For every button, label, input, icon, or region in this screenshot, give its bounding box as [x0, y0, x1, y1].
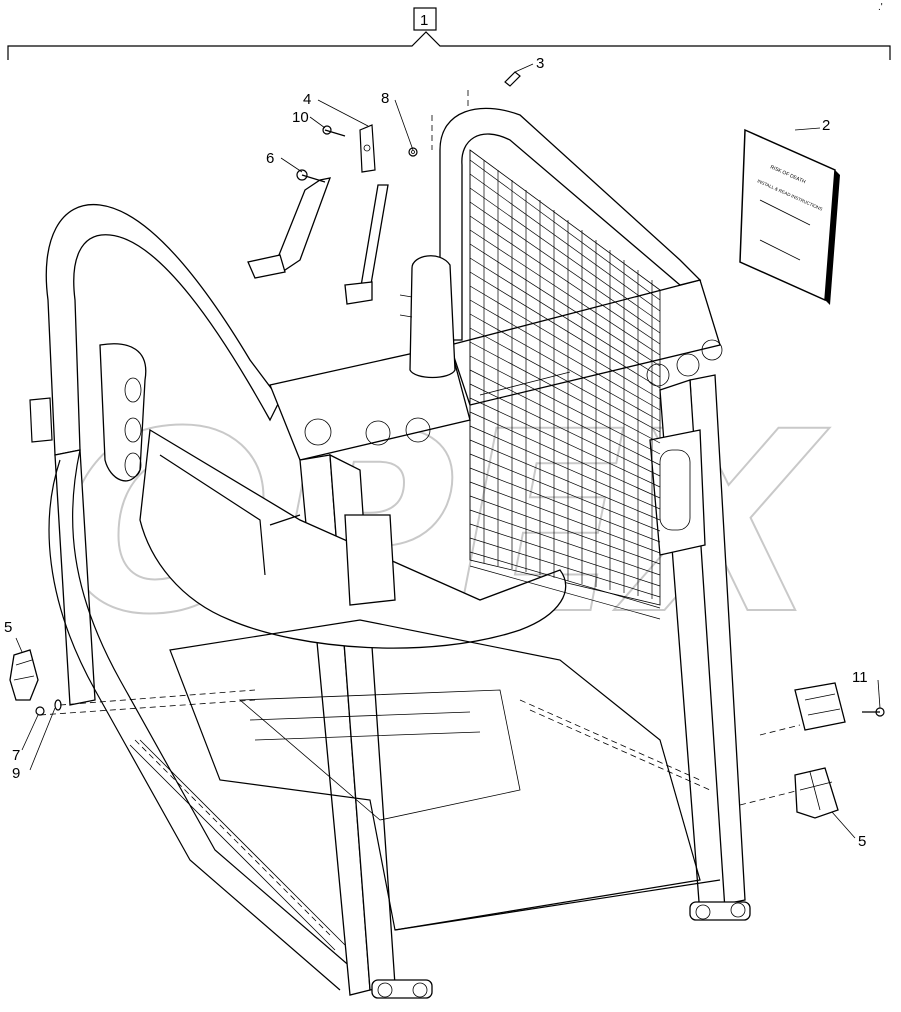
callout-9[interactable]: 9: [12, 765, 20, 782]
callout-2[interactable]: 2: [822, 117, 830, 134]
bolt-6[interactable]: [296, 169, 326, 183]
extinguisher: [399, 255, 456, 379]
mount-right[interactable]: [794, 767, 839, 819]
callout-5-right[interactable]: 5: [858, 833, 866, 850]
right-foot: [689, 901, 751, 921]
callout-7[interactable]: 7: [12, 747, 20, 764]
corner-mark: .': [878, 2, 883, 13]
handle-right[interactable]: [794, 682, 846, 731]
assembly-callout[interactable]: 1: [7, 7, 891, 60]
callout-leaders: [15, 63, 881, 839]
screw-10[interactable]: [322, 125, 346, 137]
callout-11[interactable]: 11: [852, 669, 868, 686]
left-foot: [371, 979, 433, 999]
washer-9[interactable]: [54, 699, 62, 711]
bolt-11[interactable]: [862, 707, 885, 717]
callout-4[interactable]: 4: [303, 91, 311, 108]
mount-left[interactable]: [9, 649, 39, 701]
bolt-3[interactable]: [504, 71, 521, 87]
callout-3[interactable]: 3: [536, 55, 544, 72]
callout-10[interactable]: 10: [292, 109, 309, 126]
callout-5-left[interactable]: 5: [4, 619, 12, 636]
callout-1: 1: [420, 12, 428, 29]
operator-manual[interactable]: RISK OF DEATH INSTALL & READ INSTRUCTION…: [739, 128, 840, 305]
rops-frame: [29, 107, 751, 999]
mesh-grid: [469, 150, 661, 620]
nut-8[interactable]: [408, 147, 418, 157]
seatbelt-assembly[interactable]: [247, 124, 389, 305]
guide-lines: [431, 90, 469, 150]
nut-7[interactable]: [35, 706, 45, 716]
callout-8[interactable]: 8: [381, 90, 389, 107]
callout-6[interactable]: 6: [266, 150, 274, 167]
